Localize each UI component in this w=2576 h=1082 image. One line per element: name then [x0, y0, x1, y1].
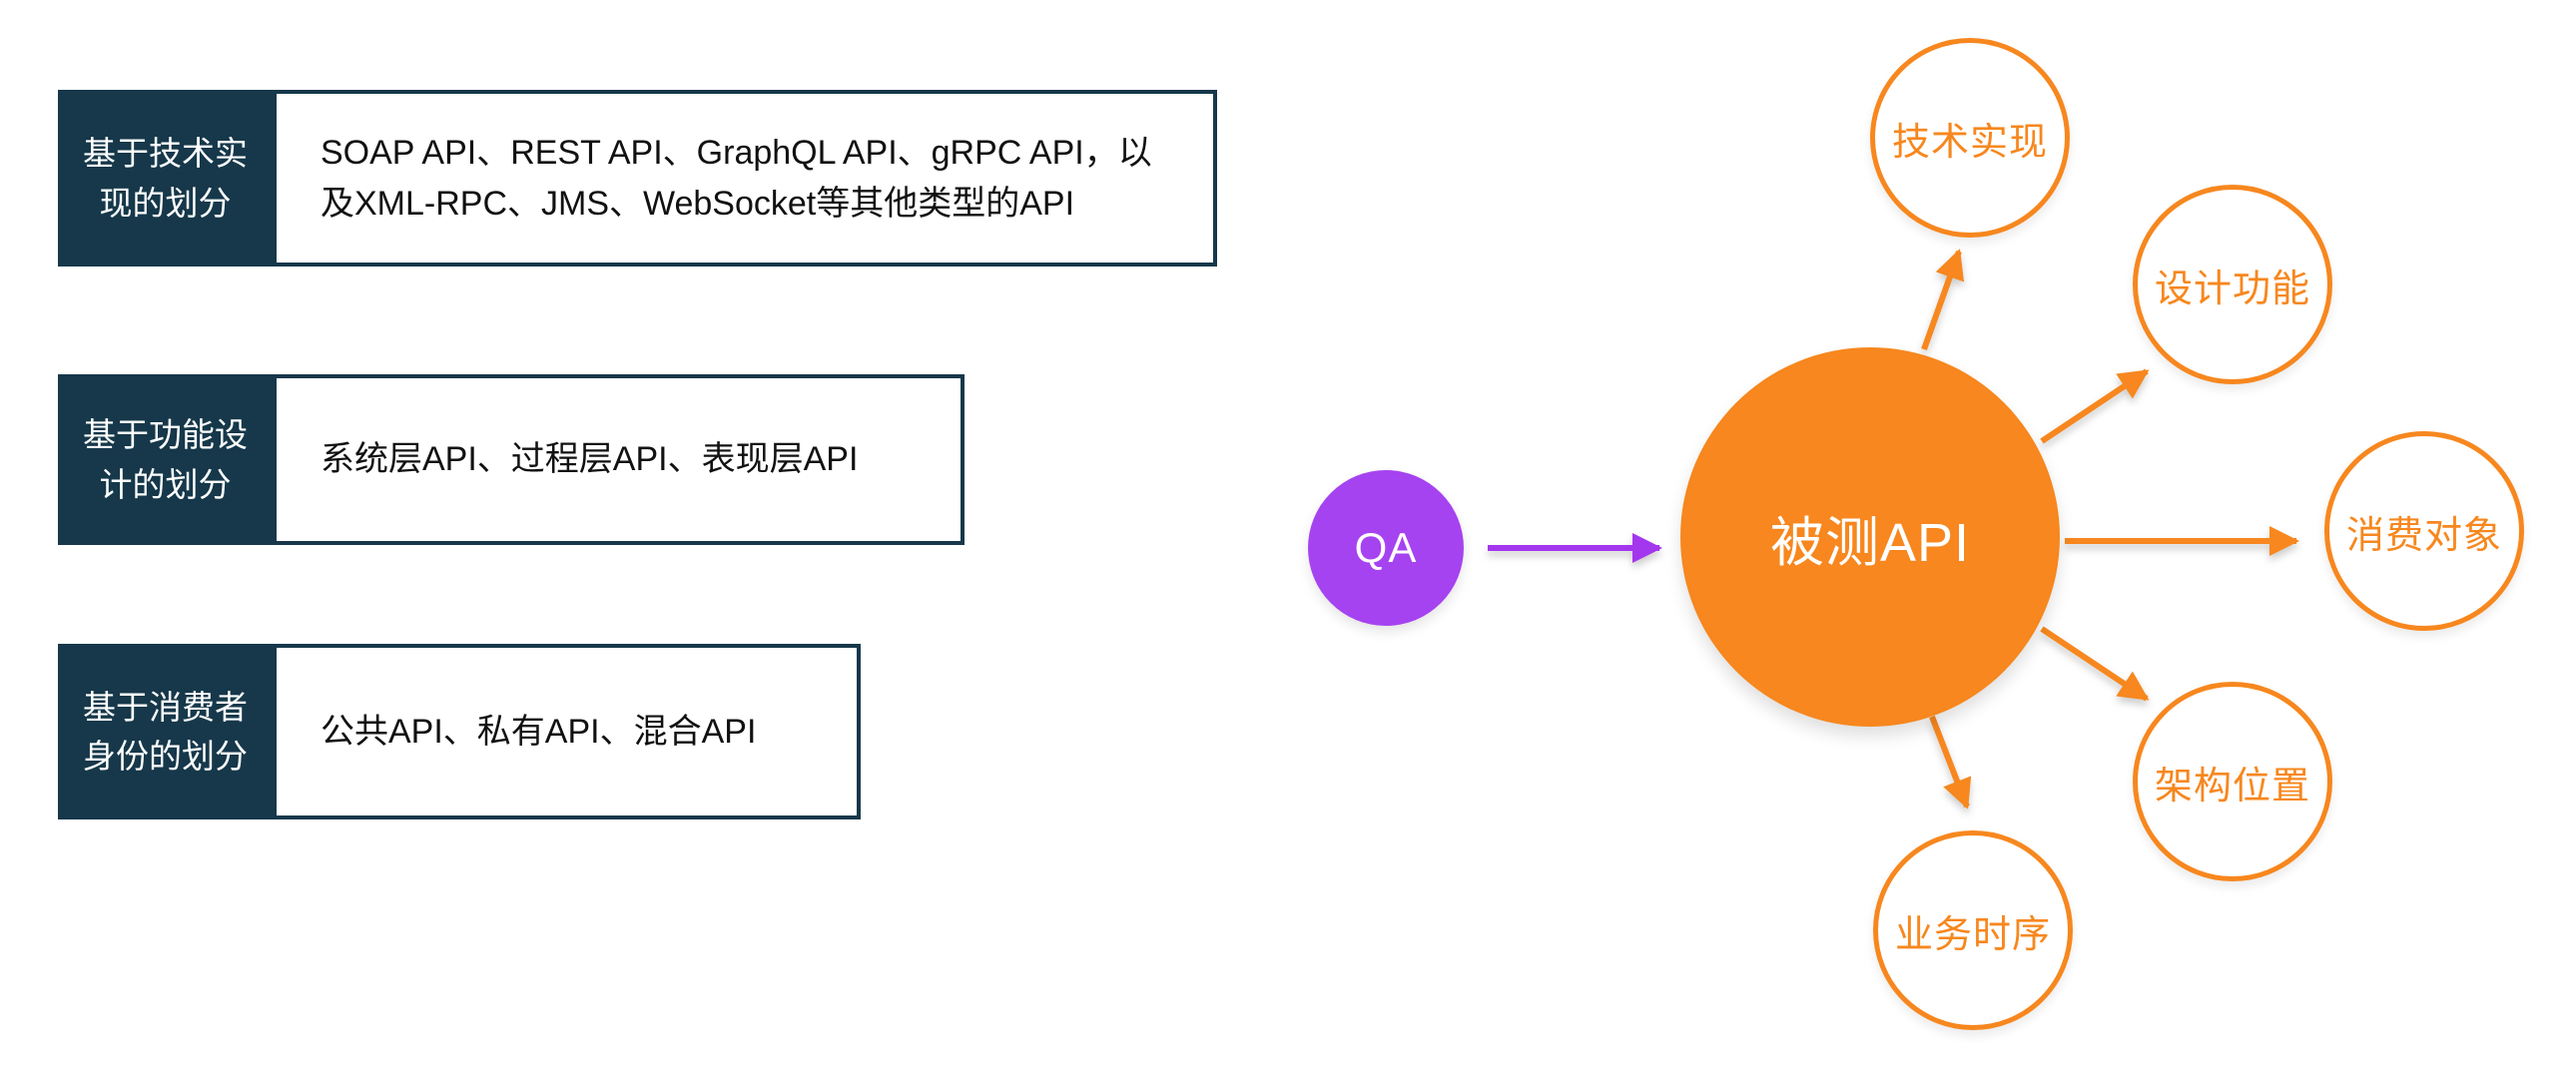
category-row-consumer: 基于消费者身份的划分 公共API、私有API、混合API [58, 644, 861, 819]
arrow-main-to-arch [2040, 626, 2150, 702]
category-row-functional: 基于功能设计的划分 系统层API、过程层API、表现层API [58, 374, 965, 545]
aspect-node-consumer-object: 消费对象 [2324, 431, 2524, 631]
aspect-label-architecture-position: 架构位置 [2154, 765, 2310, 808]
category-content-technical-text: SOAP API、REST API、GraphQL API、gRPC API，以… [321, 133, 1152, 223]
category-header-consumer: 基于消费者身份的划分 [58, 644, 273, 819]
category-content-consumer: 公共API、私有API、混合API [273, 644, 861, 819]
api-under-test-node: 被测API [1680, 347, 2060, 727]
arrow-main-to-business [1929, 715, 1972, 810]
arrow-main-to-design [2040, 368, 2150, 444]
aspect-label-design-function: 设计功能 [2154, 268, 2310, 310]
arrow-main-to-tech [1921, 249, 1965, 351]
category-row-technical: 基于技术实现的划分 SOAP API、REST API、GraphQL API、… [58, 90, 1217, 267]
api-under-test-label: 被测API [1769, 512, 1971, 573]
aspect-node-design-function: 设计功能 [2133, 185, 2332, 384]
qa-node: QA [1308, 470, 1464, 626]
category-content-functional: 系统层API、过程层API、表现层API [273, 374, 965, 545]
aspect-label-consumer-object: 消费对象 [2345, 514, 2502, 557]
aspect-node-business-sequence: 业务时序 [1873, 830, 2073, 1030]
aspect-label-business-sequence: 业务时序 [1894, 913, 2051, 956]
category-content-consumer-text: 公共API、私有API、混合API [321, 712, 757, 751]
category-header-functional: 基于功能设计的划分 [58, 374, 273, 545]
aspect-node-technical-implementation: 技术实现 [1870, 38, 2070, 238]
aspect-node-architecture-position: 架构位置 [2133, 682, 2332, 881]
category-header-technical: 基于技术实现的划分 [58, 90, 273, 267]
aspect-label-technical-implementation: 技术实现 [1891, 121, 2048, 164]
category-content-functional-text: 系统层API、过程层API、表现层API [321, 440, 859, 478]
category-content-technical: SOAP API、REST API、GraphQL API、gRPC API，以… [273, 90, 1217, 267]
qa-node-label: QA [1354, 524, 1418, 571]
